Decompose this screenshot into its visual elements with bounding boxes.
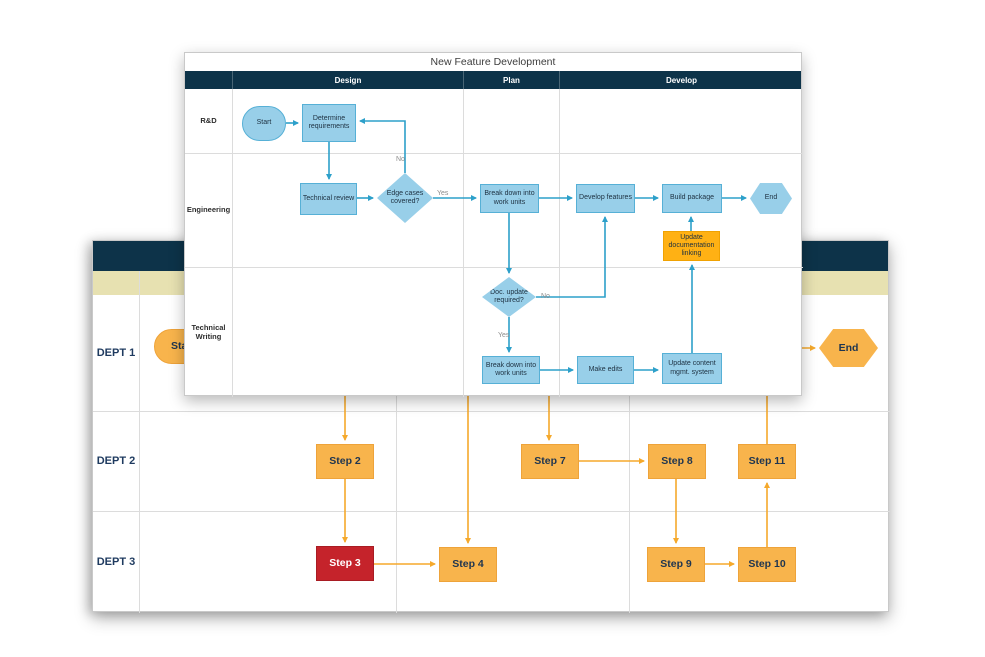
fg-edge-doc-update-no-to-develop-features [536,216,608,298]
bg-grid-vline [139,271,140,613]
bg-node-end: End [819,329,878,367]
bg-lane-label-1: DEPT 1 [96,347,136,359]
bg-grid-hline [93,511,890,512]
chart-title: New Feature Development [430,56,556,68]
chart-title-bar: New Feature Development [185,53,801,71]
fg-column-header-develop: Develop [559,71,803,89]
bg-node-step-8: Step 8 [648,444,706,479]
bg-lane-label-3: DEPT 3 [96,556,136,568]
fg-lane-label-3: Technical Writing [191,322,226,341]
bg-node-step-9: Step 9 [647,547,705,582]
fg-node-develop-features: Develop features [576,184,635,213]
fg-edge-edge-cases-no-to-determine [359,118,406,173]
fg-node-break-down-into-work-units-eng: Break down into work units [480,184,539,213]
bg-node-step-7: Step 7 [521,444,579,479]
fg-column-header-design: Design [232,71,463,89]
bg-node-step-10: Step 10 [738,547,796,582]
fg-lane-label-1: R&D [200,116,217,126]
bg-node-step-3: Step 3 [316,546,374,581]
fg-node-make-edits: Make edits [577,356,634,384]
bg-node-step-11: Step 11 [738,444,796,479]
fg-grid-hline [185,267,803,268]
fg-grid-vline [232,89,233,397]
fg-edge-label-2: Yes [437,190,449,197]
fg-node-end: End [750,183,792,214]
fg-edges [286,118,747,373]
fg-node-update-documentation-linking: Update documentation linking [663,231,720,261]
fg-edge-label-1: No [396,156,405,163]
bg-grid-vline [629,295,630,613]
fg-node-technical-review: Technical review [300,183,357,215]
bg-node-step-2: Step 2 [316,444,374,479]
bg-grid-hline [93,411,890,412]
fg-lane-label-2: Engineering [186,205,231,215]
bg-lane-label-2: DEPT 2 [96,455,136,467]
fg-edge-label-3: No [541,293,550,300]
fg-grid-vline [463,89,464,397]
bg-node-step-4: Step 4 [439,547,497,582]
fg-column-header-band [185,71,801,89]
fg-grid-hline [185,153,803,154]
fg-node-build-package: Build package [662,184,722,213]
fg-node-start: Start [242,106,286,141]
fg-column-header-plan: Plan [463,71,559,89]
fg-node-update-content-mgmt-system: Update content mgmt. system [662,353,722,384]
fg-node-break-down-into-work-units-tw: Break down into work units [482,356,540,384]
fg-node-determine-requirements: Determine requirements [302,104,356,142]
fg-grid-vline [559,89,560,397]
fg-edge-label-4: Yes [498,332,510,339]
bg-grid-vline [396,295,397,613]
